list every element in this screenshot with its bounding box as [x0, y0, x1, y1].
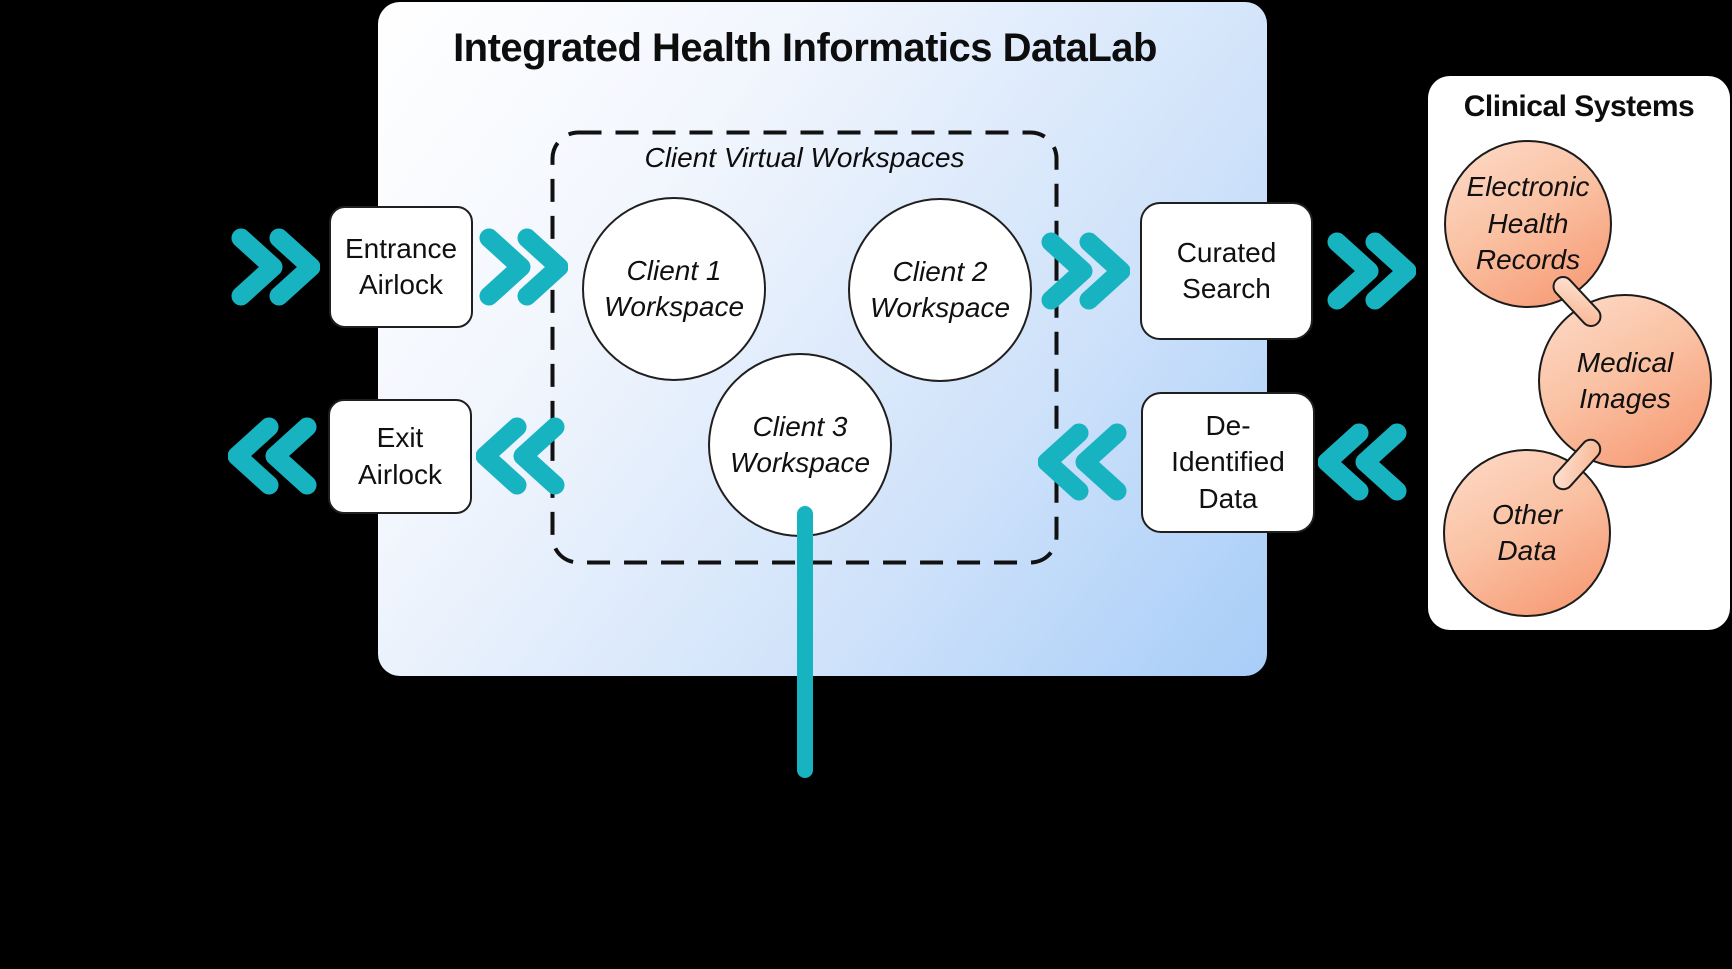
entrance-airlock-box: Entrance Airlock: [329, 206, 473, 328]
exit-airlock-box: Exit Airlock: [328, 399, 472, 514]
entrance-line2: Airlock: [358, 269, 443, 300]
double-chevron-right-icon: [1327, 232, 1416, 310]
clinical-systems-panel: Clinical Systems Electronic Health Recor…: [1428, 76, 1730, 630]
curated-line1: Curated: [1176, 236, 1277, 268]
double-chevron-right-icon: [1041, 232, 1130, 310]
double-chevron-left-icon: [476, 417, 565, 495]
ehr-line3: Records: [1475, 244, 1581, 276]
double-chevron-left-icon: [228, 417, 317, 495]
client3-connection-line: [797, 506, 813, 778]
medical-images-line1: Medical: [1576, 346, 1674, 378]
ehr-line1: Electronic: [1466, 171, 1590, 203]
exit-line1: Exit: [376, 422, 424, 454]
client-virtual-workspaces-dashed-border: [550, 130, 1059, 565]
ehr-line2: Health: [1487, 207, 1569, 239]
client1-line2: Workspace: [603, 291, 745, 322]
client3-line2: Workspace: [729, 447, 871, 478]
client2-workspace-circle: Client 2 Workspace: [848, 198, 1032, 382]
deidentified-data-box: De- Identified Data: [1141, 392, 1315, 533]
double-chevron-left-icon: [1318, 423, 1407, 501]
client1-line1: Client 1: [626, 254, 722, 286]
ehr-circle: Electronic Health Records: [1444, 140, 1612, 308]
workspace-zone-label: Client Virtual Workspaces: [644, 142, 965, 173]
other-data-circle: Other Data: [1443, 449, 1611, 617]
double-chevron-left-icon: [1038, 423, 1127, 501]
medical-images-circle: Medical Images: [1538, 294, 1712, 468]
client2-line2: Workspace: [869, 292, 1011, 323]
datalab-title: Integrated Health Informatics DataLab: [453, 26, 1157, 70]
other-data-line2: Data: [1497, 535, 1557, 566]
curated-search-box: Curated Search: [1140, 202, 1313, 340]
deid-line3: Data: [1198, 482, 1258, 514]
double-chevron-right-icon: [231, 228, 320, 306]
exit-line2: Airlock: [357, 458, 442, 490]
entrance-line1: Entrance: [344, 232, 458, 264]
client3-workspace-circle: Client 3 Workspace: [708, 353, 892, 537]
client2-line1: Client 2: [892, 255, 988, 287]
deid-line1: De-: [1205, 409, 1251, 441]
clinical-systems-title: Clinical Systems: [1463, 90, 1695, 123]
double-chevron-right-icon: [479, 228, 568, 306]
other-data-line1: Other: [1491, 498, 1563, 530]
curated-line2: Search: [1182, 273, 1271, 304]
medical-images-line2: Images: [1579, 383, 1671, 414]
client3-line1: Client 3: [752, 410, 848, 442]
client1-workspace-circle: Client 1 Workspace: [582, 197, 766, 381]
deid-line2: Identified: [1171, 446, 1285, 478]
